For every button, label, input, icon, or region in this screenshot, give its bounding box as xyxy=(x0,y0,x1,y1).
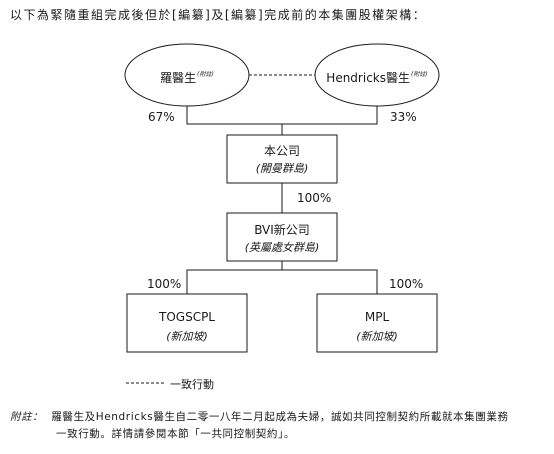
shareholder-note: (附註) xyxy=(411,70,428,78)
company-name: 本公司 xyxy=(263,144,300,158)
connector-to-subsidiaries xyxy=(186,261,283,294)
percent-mpl: 100% xyxy=(389,277,424,291)
percent-hendricks: 33% xyxy=(390,110,417,124)
connector-to-subsidiary-mpl xyxy=(282,269,378,294)
percent-lo: 67% xyxy=(148,110,175,124)
footnote: 附註： 羅醫生及Hendricks醫生自二零一八年二月起成為夫婦，誠如共同控制契約… xyxy=(10,409,550,443)
bvi-box xyxy=(226,212,338,262)
shareholder-label-lo: 羅醫生(附註) xyxy=(127,67,247,86)
shareholder-note: (附註) xyxy=(197,70,214,78)
bvi-place: (英屬處女群島) xyxy=(244,241,320,254)
intro-text: 以下為緊隨重組完成後但於[編纂]及[編纂]完成前的本集團股權架構： xyxy=(10,8,427,22)
footnote-line-1: 羅醫生及Hendricks醫生自二零一八年二月起成為夫婦，誠如共同控制契約所載就… xyxy=(51,411,509,423)
bvi-name: BVI新公司 xyxy=(254,223,310,237)
percent-togscpl: 100% xyxy=(147,277,182,291)
percent-bvi: 100% xyxy=(297,191,332,205)
legend-label: 一致行動 xyxy=(170,378,214,391)
subsidiary-name-togscpl: TOGSCPL xyxy=(159,310,215,324)
footnote-line-2: 一致行動。詳情請參閱本節「一共同控制契約」。 xyxy=(56,428,295,440)
subsidiary-box-togscpl xyxy=(126,293,248,353)
connector-shareholders xyxy=(186,106,378,125)
subsidiary-place-mpl: (新加坡) xyxy=(356,330,398,343)
shareholder-name: 羅醫生 xyxy=(160,71,197,85)
subsidiary-place-togscpl: (新加坡) xyxy=(166,330,208,343)
subsidiary-name-mpl: MPL xyxy=(364,310,390,324)
footnote-label: 附註： xyxy=(10,411,44,423)
shareholder-name: Hendricks醫生 xyxy=(326,71,410,85)
company-box xyxy=(226,134,338,184)
shareholder-label-hendricks: Hendricks醫生(附註) xyxy=(315,67,439,86)
company-place: (開曼群島) xyxy=(255,162,309,175)
subsidiary-box-mpl xyxy=(316,293,438,353)
